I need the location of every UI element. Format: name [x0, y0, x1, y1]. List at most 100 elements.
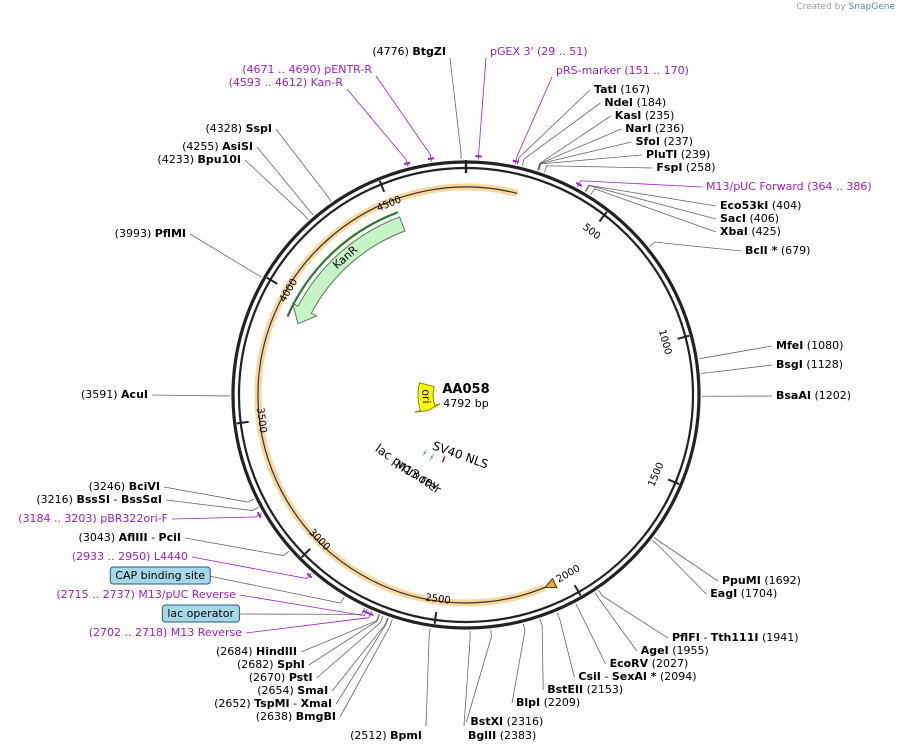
map-label: BstEII (2153) [547, 683, 623, 696]
map-label: AgeI (1955) [641, 644, 709, 657]
primer-label: (2933 .. 2950) L4440 [72, 550, 188, 563]
leader-line [511, 623, 526, 704]
label-gap: - [148, 531, 159, 544]
primer-mark [512, 159, 520, 163]
map-label: NdeI (184) [604, 96, 666, 109]
leader-line [275, 128, 332, 202]
enzyme-label: KasI (235) [615, 109, 675, 122]
map-label: (2702 .. 2718) M13 Reverse [89, 626, 242, 639]
leader-line [594, 592, 638, 652]
enzyme-label: (2652) TspMI - XmaI [214, 697, 332, 710]
map-label: EcoRV (2027) [610, 657, 689, 670]
enzyme-name: PciI [159, 531, 181, 544]
enzyme-name: BclI * [745, 244, 778, 257]
feature-box [109, 566, 211, 585]
enzyme-label: BlpI (2209) [516, 696, 580, 709]
primer-name: M13 Reverse [171, 626, 242, 639]
tick-label: 2000 [555, 563, 583, 585]
enzyme-label: XbaI (425) [720, 225, 781, 238]
credit-brand: SnapGene [848, 2, 895, 12]
enzyme-name: AsiSI [222, 140, 253, 153]
leader-line [256, 146, 314, 216]
enzyme-label: BsaAI (1202) [776, 389, 851, 402]
tick-label: 2500 [425, 592, 452, 606]
leader-line [165, 499, 259, 511]
cut-position: (1955) [672, 644, 709, 657]
enzyme-label: BstEII (2153) [547, 683, 623, 696]
map-label: BsaAI (1202) [776, 389, 851, 402]
leader-line [577, 180, 703, 188]
cut-position: (235) [645, 109, 675, 122]
map-label: TatI (167) [594, 83, 650, 96]
enzyme-label: TatI (167) [594, 83, 650, 96]
enzyme-name: Bpu10I [198, 153, 242, 166]
leader-line [585, 185, 717, 220]
cut-position: (2153) [587, 683, 624, 696]
enzyme-label: (3591) AcuI [81, 388, 148, 401]
map-label: (2638) BmgBI [256, 710, 336, 723]
enzyme-label: PpuMI (1692) [722, 574, 801, 587]
map-label: XbaI (425) [720, 225, 781, 238]
leader-line [449, 57, 462, 160]
cut-position: (1692) [764, 574, 801, 587]
map-label: NarI (236) [625, 122, 684, 135]
ori-arrow [414, 382, 441, 413]
enzyme-name: CsiI [578, 670, 600, 683]
enzyme-name: SfoI [636, 135, 660, 148]
enzyme-name: EcoRV [610, 657, 649, 670]
tick-label: 1000 [656, 329, 673, 356]
enzyme-label: (4233) Bpu10I [157, 153, 241, 166]
feature-box [161, 604, 240, 623]
map-label: BlpI (2209) [516, 696, 580, 709]
tick-mark [677, 334, 690, 340]
label-gap: - [700, 631, 711, 644]
map-label: (2654) SmaI [257, 684, 328, 697]
primer-label: pRS-marker (151 .. 170) [556, 64, 689, 77]
primer-label: M13/pUC Forward (364 .. 386) [706, 180, 872, 193]
cut-position: (679) [781, 244, 811, 257]
label-gap: - [290, 697, 301, 710]
enzyme-label: (3043) AflIII - PciI [79, 531, 181, 544]
map-label: (2652) TspMI - XmaI [214, 697, 332, 710]
enzyme-name: PpuMI [722, 574, 761, 587]
label-gap: - [110, 493, 121, 506]
primer-mark [362, 609, 370, 615]
leader-line [184, 537, 290, 557]
map-label: (4255) AsiSI [182, 140, 253, 153]
primer-range: (3184 .. 3203) [18, 512, 97, 525]
enzyme-name: BstEII [547, 683, 583, 696]
leader-line [537, 141, 632, 171]
map-label: KasI (235) [615, 109, 675, 122]
map-label: (3043) AflIII - PciI [79, 531, 181, 544]
map-label: (2682) SphI [237, 658, 305, 671]
cut-position: (184) [637, 96, 667, 109]
enzyme-name: SacI [720, 212, 746, 225]
cut-position: (258) [686, 161, 716, 174]
leader-line [538, 154, 643, 171]
cut-position: (2094) [660, 670, 697, 683]
leader-line [331, 617, 389, 692]
leader-line [543, 165, 653, 173]
enzyme-label: CsiI - SexAI * (2094) [578, 670, 696, 683]
enzyme-name: BssSαI [121, 493, 162, 506]
feature-name: lac operator [167, 607, 234, 620]
map-label: (2512) BpmI [350, 729, 422, 742]
cut-position: (237) [663, 135, 693, 148]
primer-label: (2715 .. 2737) M13/pUC Reverse [56, 588, 236, 601]
enzyme-label: PluTI (239) [646, 148, 710, 161]
leader-line [239, 594, 368, 617]
map-label: pGEX 3' (29 .. 51) [490, 45, 588, 58]
enzyme-name: BstXI [470, 715, 503, 728]
enzyme-label: BglII (2383) [468, 729, 536, 742]
kanr-arrow [291, 216, 406, 325]
sv40-nls-block [441, 456, 446, 463]
enzyme-name: BsaAI [776, 389, 811, 402]
orange-feature-band [254, 183, 547, 607]
enzyme-label: EcoRV (2027) [610, 657, 689, 670]
tick-label: 1500 [647, 461, 667, 489]
map-label: MfeI (1080) [776, 339, 843, 352]
cut-position: (3043) [79, 531, 116, 544]
leader-line [537, 128, 622, 171]
map-label: (3993) PflMI [115, 227, 186, 240]
enzyme-label: (2684) HindIII [216, 645, 297, 658]
